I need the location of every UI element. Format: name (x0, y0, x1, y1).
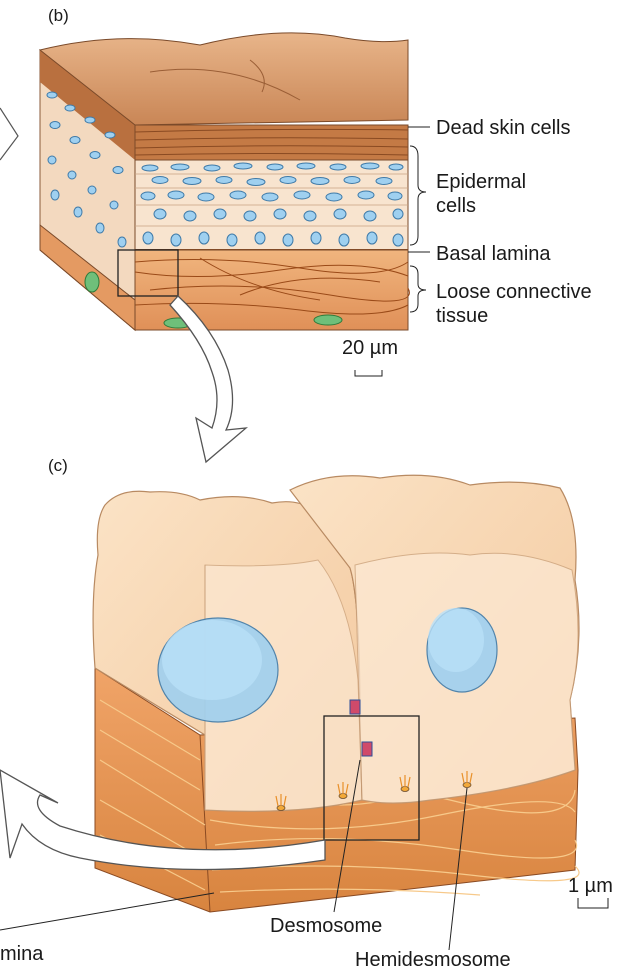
scale-bar-b-label: 20 µm (342, 337, 398, 359)
zoom-arrow-c-out (0, 769, 326, 871)
label-desmosome: Desmosome (270, 915, 383, 937)
label-lamina-partial: mina (0, 943, 44, 965)
skin-block (38, 32, 410, 332)
scale-bar-c-label: 1 µm (568, 875, 613, 897)
zoom-box-c (323, 715, 420, 841)
label-epidermal: Epidermal (436, 171, 527, 193)
label-epidermal-cells: cells (436, 195, 477, 217)
cells-block (92, 474, 580, 913)
label-loose-connective: Loose connective (436, 281, 592, 303)
label-tissue: tissue (436, 305, 489, 327)
label-hemidesmosome: Hemidesmosome (355, 949, 511, 971)
panel-b-label: (b) (48, 6, 69, 25)
zoom-box-b (117, 249, 179, 297)
label-dead-skin-cells: Dead skin cells (436, 117, 571, 139)
label-basal-lamina: Basal lamina (436, 243, 551, 265)
arrow-fragment-top (0, 107, 19, 161)
zoom-arrow-b-to-c (169, 295, 249, 464)
desmosome-mark (349, 699, 373, 757)
panel-c-label: (c) (48, 456, 68, 475)
